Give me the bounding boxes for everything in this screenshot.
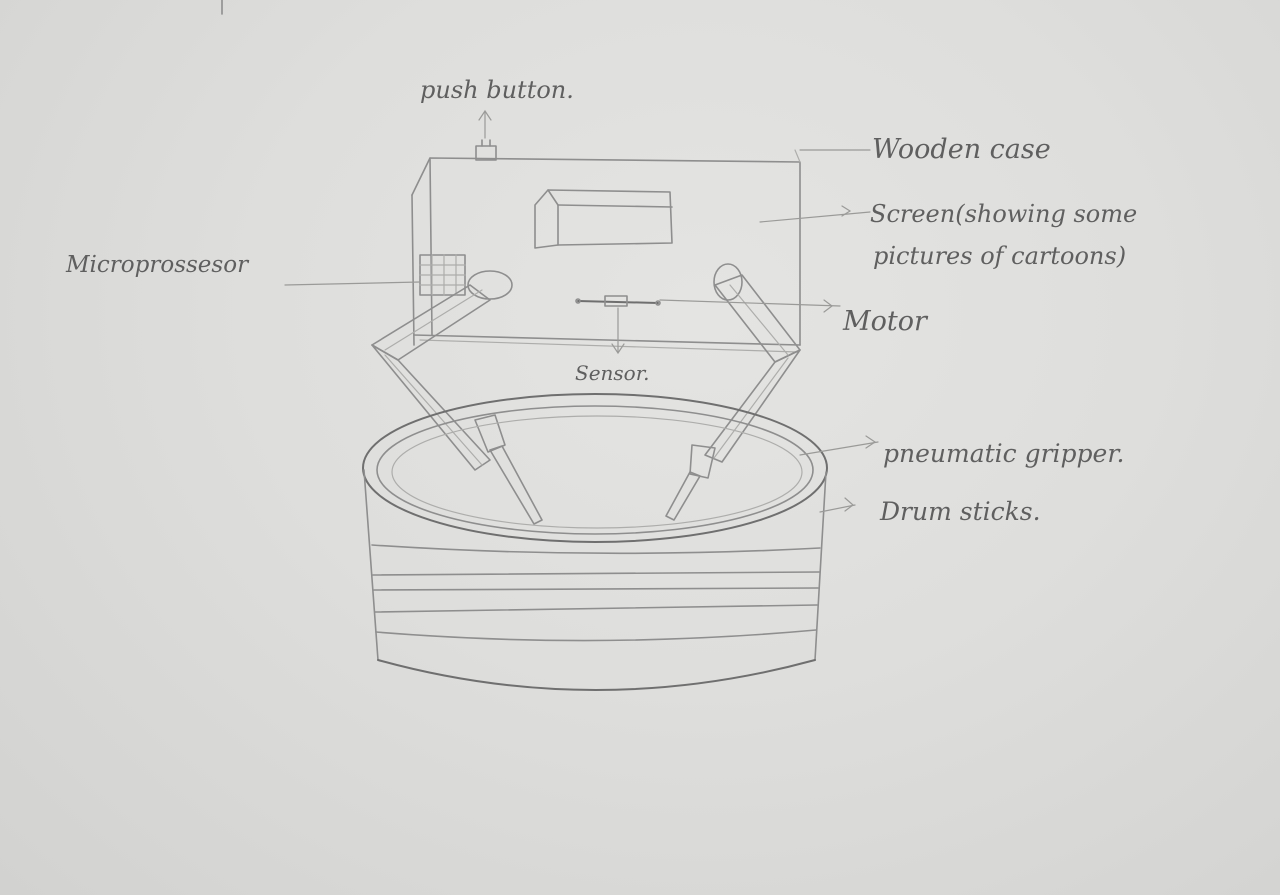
label-screen-line1: Screen(showing some xyxy=(870,200,1137,228)
drum xyxy=(363,394,827,690)
label-motor: Motor xyxy=(842,306,929,337)
label-wooden-case: Wooden case xyxy=(872,134,1051,165)
label-microprocessor: Microprossesor xyxy=(65,252,250,278)
screen-shape xyxy=(535,190,672,248)
label-sensor: Sensor. xyxy=(575,361,649,385)
microprocessor-leader xyxy=(285,282,420,285)
label-screen-line2: pictures of cartoons) xyxy=(873,242,1126,270)
drum-sticks-leader xyxy=(820,505,855,512)
push-button-shape xyxy=(476,140,496,160)
drum-sticks-arrow xyxy=(845,498,853,511)
microprocessor-shape xyxy=(420,255,465,295)
screen-leader xyxy=(760,212,870,222)
label-pneumatic-gripper: pneumatic gripper. xyxy=(883,439,1125,468)
push-button-arrow xyxy=(479,111,491,138)
sensor-shape xyxy=(576,296,660,353)
wooden-case xyxy=(412,150,800,352)
motor-leader xyxy=(660,300,840,306)
label-drum-sticks: Drum sticks. xyxy=(879,497,1041,526)
label-push-button: push button. xyxy=(420,76,574,104)
gripper-arrow xyxy=(866,436,875,448)
